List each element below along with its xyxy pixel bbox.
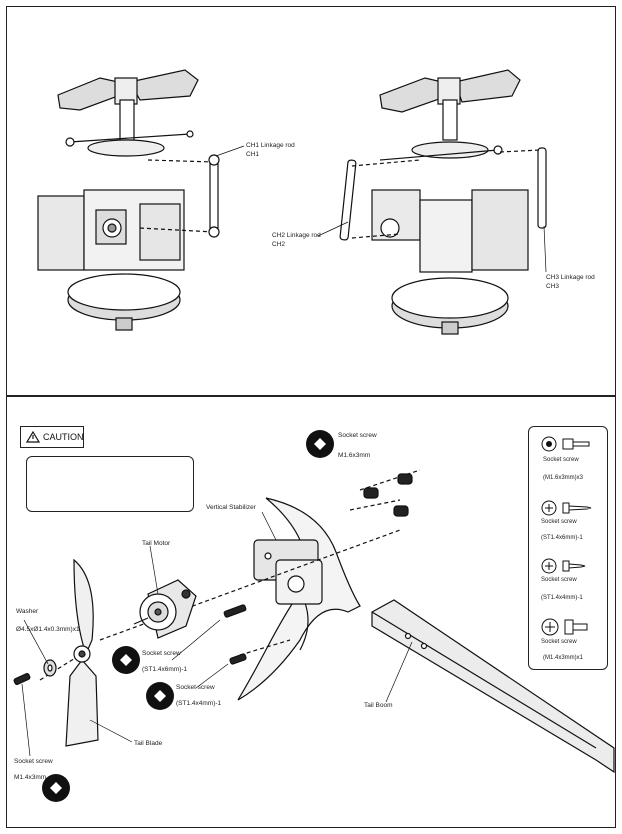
socket-screw-m14 (13, 672, 31, 686)
hex-wrench-icon (112, 646, 140, 674)
socket-screw-mid1-label: Socket screw (142, 650, 181, 657)
socket-screws-m16 (363, 473, 413, 517)
leader-lines (21, 145, 547, 757)
washer-size: Ø4.5xØ1.4x0.3mm)x1 (16, 626, 80, 633)
socket-screw-st14x6 (223, 604, 247, 618)
socket-screw-top-label: Socket screw (338, 432, 377, 439)
vertical-stabilizer-label: Vertical Stabilizer (206, 504, 256, 511)
legend-item3-size: (ST1.4x4mm)-1 (541, 595, 583, 601)
socket-screw-icon (541, 436, 590, 452)
ch3-linkage-label: CH3 Linkage rod (546, 274, 595, 281)
hex-wrench-icon (306, 430, 334, 458)
hex-wrench-icon (146, 682, 174, 710)
right-rotor-head (339, 69, 547, 335)
phillips-screw-icon (541, 500, 592, 516)
hex-wrench-icon (42, 774, 70, 802)
legend-item1-size: (M1.6x3mm)x3 (543, 475, 584, 481)
parts-legend: Socket screw (M1.6x3mm)x3 Socket screw (… (528, 426, 608, 670)
left-rotor-head (37, 69, 220, 331)
socket-screw-mid2-label: Socket screw (176, 684, 215, 691)
tail-blade-label: Tail Blade (134, 740, 163, 747)
socket-screw-mid1-size: (ST1.4x6mm)-1 (142, 666, 188, 673)
tail-motor-drawing (133, 579, 197, 639)
socket-screw-mid2-size: (ST1.4x4mm)-1 (176, 700, 222, 707)
caution-note-box (26, 456, 194, 512)
tail-boom-drawing (371, 599, 615, 774)
caution-label: CAUTION (43, 432, 84, 442)
top-diagram-panel (6, 6, 616, 396)
socket-screw-bottom-size: M1.4x3mm (14, 774, 47, 781)
legend-item3-label: Socket screw (541, 577, 577, 583)
phillips-screw-icon (541, 618, 588, 636)
legend-item2-label: Socket screw (541, 519, 577, 525)
tail-motor-label: Tail Motor (142, 540, 171, 547)
ch2-linkage-label: CH2 Linkage rod (272, 232, 321, 239)
tail-boom-label: Tail Boom (364, 702, 393, 709)
socket-screw-top-size: M1.6x3mm (338, 452, 371, 459)
ch1-code: CH1 (246, 151, 260, 158)
socket-screw-st14x4 (229, 653, 247, 665)
ch1-linkage-label: CH1 Linkage rod (246, 142, 295, 149)
ch2-code: CH2 (272, 241, 286, 248)
legend-item1-label: Socket screw (543, 457, 579, 463)
legend-item4-label: Socket screw (541, 639, 577, 645)
caution-box: CAUTION (20, 426, 84, 448)
assembly-guides (39, 469, 421, 681)
bottom-diagram-panel (6, 396, 616, 828)
ch3-code: CH3 (546, 283, 560, 290)
washer-label: Washer (16, 608, 39, 615)
socket-screw-bottom-label: Socket screw (14, 758, 53, 765)
tail-blade-drawing (65, 558, 99, 747)
legend-item4-size: (M1.4x3mm)x1 (543, 655, 584, 661)
phillips-screw-icon (541, 558, 586, 574)
caution-icon (26, 431, 40, 443)
legend-item2-size: (ST1.4x6mm)-1 (541, 535, 583, 541)
